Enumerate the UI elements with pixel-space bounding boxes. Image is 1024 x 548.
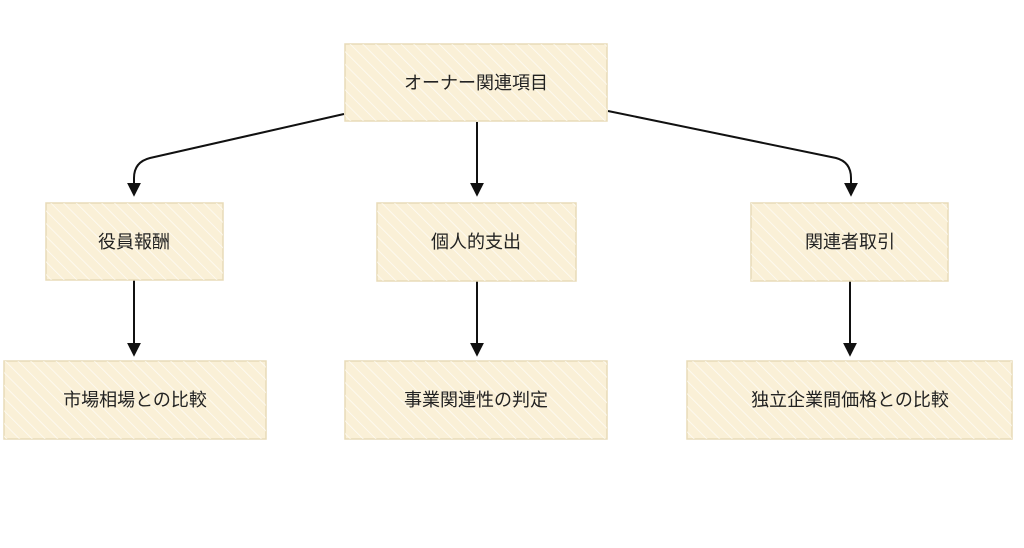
node-label-business-relevance-judgment: 事業関連性の判定: [404, 390, 548, 411]
node-label-market-rate-comparison: 市場相場との比較: [63, 390, 207, 411]
node-label-executive-compensation: 役員報酬: [98, 232, 170, 253]
edge-root-to-executive-compensation: [127, 113, 345, 197]
edges: [127, 110, 858, 357]
node-related-party-transactions: 関連者取引: [750, 202, 949, 282]
node-arms-length-price-comparison: 独立企業間価格との比較: [686, 360, 1013, 440]
node-personal-expenses: 個人的支出: [376, 202, 577, 282]
node-owner-related-items: オーナー関連項目: [344, 43, 608, 122]
node-label-arms-length-price-comparison: 独立企業間価格との比較: [751, 390, 949, 411]
node-label-related-party-transactions: 関連者取引: [805, 232, 895, 253]
node-executive-compensation: 役員報酬: [45, 202, 224, 281]
node-market-rate-comparison: 市場相場との比較: [3, 360, 267, 440]
node-label-root: オーナー関連項目: [404, 73, 548, 94]
node-business-relevance-judgment: 事業関連性の判定: [344, 360, 608, 440]
edge-root-to-related-party-transactions: [607, 110, 858, 197]
node-label-personal-expenses: 個人的支出: [431, 232, 521, 253]
